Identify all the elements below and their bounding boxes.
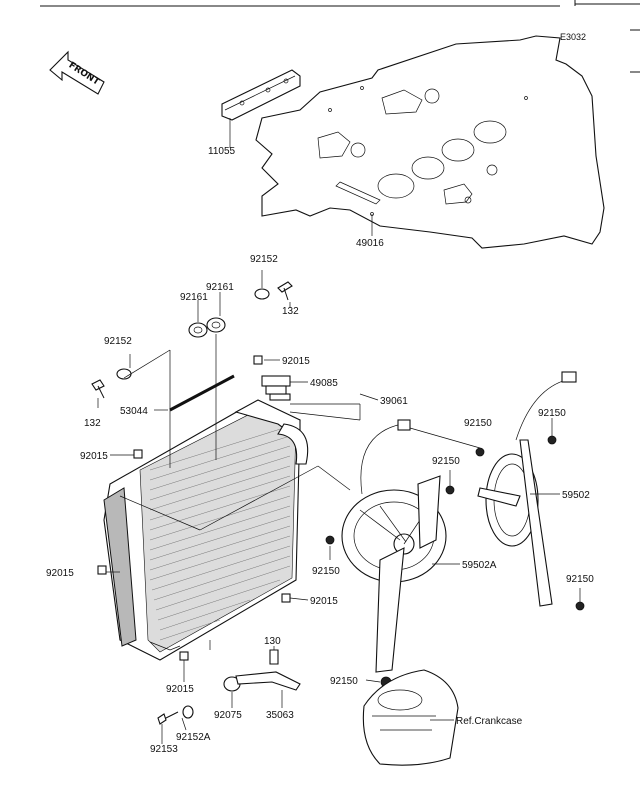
label-92015-side: 92015 — [46, 568, 74, 579]
label-92150-f: 92150 — [330, 676, 358, 687]
label-59502: 59502 — [562, 490, 590, 501]
label-92015-left: 92015 — [80, 451, 108, 462]
bracket-11055 — [221, 69, 301, 121]
collar-92152-left — [116, 368, 132, 380]
label-92161-a: 92161 — [180, 292, 208, 303]
label-132-left: 132 — [84, 418, 101, 429]
label-92150-d: 92150 — [312, 566, 340, 577]
label-ref-crankcase: Ref.Crankcase — [456, 716, 523, 727]
grommet-92161-a — [188, 322, 208, 338]
label-11055: 11055 — [208, 146, 236, 157]
label-92150-b: 92150 — [538, 408, 566, 419]
washer-92152A — [182, 705, 194, 719]
label-92015-bottom: 92015 — [166, 684, 194, 695]
label-92152-top: 92152 — [250, 254, 278, 265]
label-59502A: 59502A — [462, 560, 497, 571]
label-92150-e: 92150 — [566, 574, 594, 585]
label-132-top: 132 — [282, 306, 299, 317]
label-130: 130 — [264, 636, 281, 647]
stay-35063 — [235, 671, 301, 691]
label-92150-c: 92150 — [432, 456, 460, 467]
label-92152A: 92152A — [176, 732, 211, 743]
label-92152-left: 92152 — [104, 336, 132, 347]
rod-53044 — [169, 374, 235, 412]
radiator-cap-49085 — [261, 375, 291, 395]
crankcase-ref — [362, 669, 459, 766]
label-92075: 92075 — [214, 710, 242, 721]
bolt-92153 — [157, 711, 179, 725]
label-35063: 35063 — [266, 710, 294, 721]
grommet-92161-b — [206, 317, 226, 333]
bolt-132-left — [91, 379, 105, 399]
bolt-132-top — [277, 281, 293, 301]
label-92150-a: 92150 — [464, 418, 492, 429]
label-92015-right: 92015 — [310, 596, 338, 607]
label-53044: 53044 — [120, 406, 148, 417]
hose-39061-b — [289, 411, 361, 421]
label-92015-top: 92015 — [282, 356, 310, 367]
bolt-130 — [269, 649, 279, 665]
label-49016: 49016 — [356, 238, 384, 249]
fan-59502 — [477, 371, 577, 607]
label-39061: 39061 — [380, 396, 408, 407]
heat-shield-49016 — [255, 35, 605, 249]
label-92153: 92153 — [150, 744, 178, 755]
diagram-code: E3032 — [560, 32, 586, 42]
label-92161-b: 92161 — [206, 282, 234, 293]
front-arrow-icon: FRONT — [49, 50, 105, 95]
radiator-core — [103, 393, 309, 661]
fan-59502A — [341, 419, 447, 673]
label-49085: 49085 — [310, 378, 338, 389]
collar-92152-top — [254, 288, 270, 300]
leader-lines — [97, 270, 581, 744]
